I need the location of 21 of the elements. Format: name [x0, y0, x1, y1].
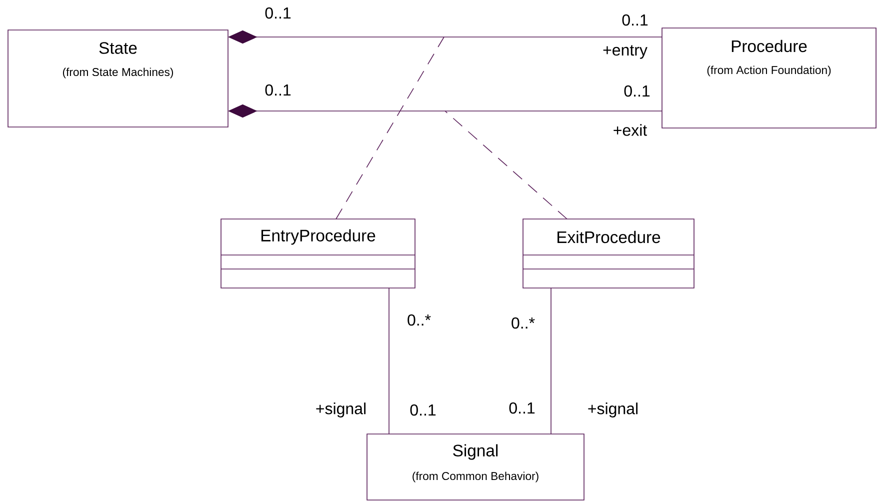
association-label: +signal: [316, 402, 366, 418]
dashed-line: [336, 36, 444, 220]
dashed-line: [444, 110, 568, 220]
association-line: [388, 288, 390, 434]
association-label: 0..1: [509, 402, 535, 414]
package-class-box: Procedure (from Action Foundation): [662, 28, 876, 128]
association-label: +exit: [614, 124, 647, 136]
package-class-box: State (from State Machines): [8, 30, 228, 128]
association-label: 0..*: [408, 314, 431, 326]
association-label: 0..1: [624, 85, 650, 97]
association-label: 0..*: [512, 317, 535, 329]
association-line: [550, 288, 552, 434]
association-label: 0..1: [622, 14, 648, 26]
class-box: ExitProcedure: [522, 218, 694, 288]
association-label: 0..1: [265, 7, 291, 19]
association-label: +signal: [588, 402, 638, 418]
association-label: 0..1: [410, 404, 436, 416]
association-label: 0..1: [265, 84, 291, 96]
package-class-box: Signal (from Common Behavior): [366, 434, 584, 500]
class-box: EntryProcedure: [220, 218, 416, 288]
association-label: +entry: [603, 45, 648, 59]
